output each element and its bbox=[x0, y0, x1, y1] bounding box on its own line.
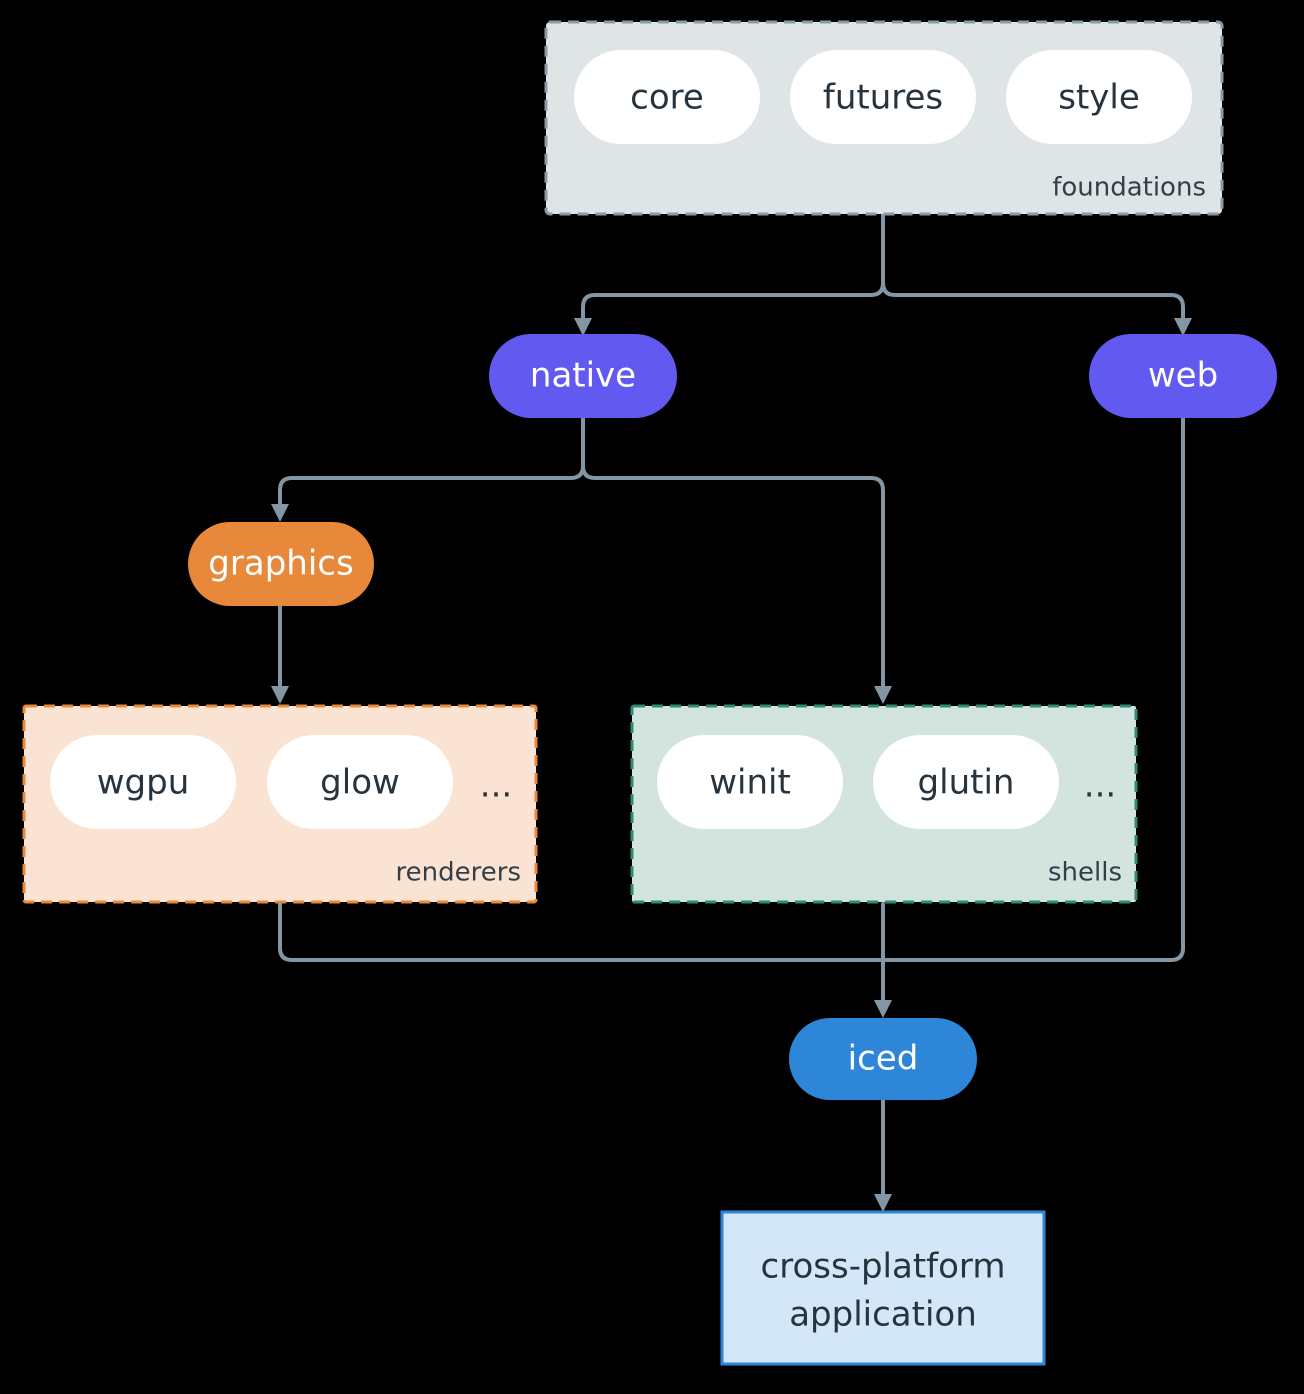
iced-pill bbox=[789, 1018, 977, 1100]
node-cross-platform-application[interactable]: cross-platform application bbox=[720, 1210, 1046, 1366]
application-label-line1: cross-platform bbox=[761, 1247, 1006, 1287]
glutin-label: glutin bbox=[918, 763, 1015, 803]
futures-label: futures bbox=[823, 78, 943, 118]
edge-foundations-to-web bbox=[881, 281, 1185, 328]
node-web[interactable]: web bbox=[1089, 334, 1277, 418]
iced-label: iced bbox=[848, 1039, 919, 1079]
node-native[interactable]: native bbox=[489, 334, 677, 418]
graphics-pill bbox=[188, 522, 374, 606]
application-label-line2: application bbox=[789, 1295, 977, 1335]
shells-ellipsis: ... bbox=[1084, 766, 1116, 806]
edge-layer bbox=[271, 212, 1192, 1212]
application-box bbox=[720, 1210, 1046, 1366]
winit-pill bbox=[657, 735, 843, 829]
edge-foundations-split bbox=[581, 212, 885, 328]
cluster-renderers[interactable]: wgpu glow ... renderers bbox=[22, 704, 538, 904]
leaf-style[interactable]: style bbox=[1006, 50, 1192, 144]
node-graphics[interactable]: graphics bbox=[188, 522, 374, 606]
leaf-glutin[interactable]: glutin bbox=[873, 735, 1059, 829]
renderers-cluster-label: renderers bbox=[396, 858, 521, 888]
web-pill bbox=[1089, 334, 1277, 418]
edge-native-to-shells bbox=[581, 464, 885, 696]
arrowhead-graphics bbox=[271, 504, 289, 522]
wgpu-pill bbox=[50, 735, 236, 829]
glutin-pill bbox=[873, 735, 1059, 829]
foundations-cluster-label: foundations bbox=[1052, 173, 1206, 203]
leaf-glow[interactable]: glow bbox=[267, 735, 453, 829]
winit-label: winit bbox=[709, 763, 791, 803]
web-label: web bbox=[1148, 356, 1218, 396]
arrowhead-shells bbox=[874, 686, 892, 704]
core-pill bbox=[574, 50, 760, 144]
shells-cluster-label: shells bbox=[1048, 858, 1122, 888]
arrowhead-web bbox=[1174, 318, 1192, 336]
arrowhead-renderers bbox=[271, 686, 289, 704]
edge-renderers-to-iced bbox=[278, 902, 885, 962]
renderers-ellipsis: ... bbox=[480, 766, 512, 806]
edge-web-to-iced bbox=[881, 416, 1185, 962]
leaf-winit[interactable]: winit bbox=[657, 735, 843, 829]
cluster-shells[interactable]: winit glutin ... shells bbox=[630, 704, 1138, 904]
futures-pill bbox=[790, 50, 976, 144]
glow-label: glow bbox=[320, 763, 400, 803]
native-label: native bbox=[530, 356, 636, 396]
core-label: core bbox=[630, 78, 704, 118]
edge-native-split bbox=[278, 416, 585, 514]
native-pill bbox=[489, 334, 677, 418]
glow-pill bbox=[267, 735, 453, 829]
cluster-foundations[interactable]: core futures style foundations bbox=[544, 20, 1224, 216]
leaf-core[interactable]: core bbox=[574, 50, 760, 144]
wgpu-label: wgpu bbox=[97, 763, 190, 803]
style-label: style bbox=[1058, 78, 1140, 118]
style-pill bbox=[1006, 50, 1192, 144]
node-iced[interactable]: iced bbox=[789, 1018, 977, 1100]
graphics-label: graphics bbox=[208, 544, 353, 584]
arrowhead-iced bbox=[874, 1000, 892, 1018]
arrowhead-native bbox=[574, 318, 592, 336]
leaf-futures[interactable]: futures bbox=[790, 50, 976, 144]
arrowhead-application bbox=[874, 1194, 892, 1212]
leaf-wgpu[interactable]: wgpu bbox=[50, 735, 236, 829]
